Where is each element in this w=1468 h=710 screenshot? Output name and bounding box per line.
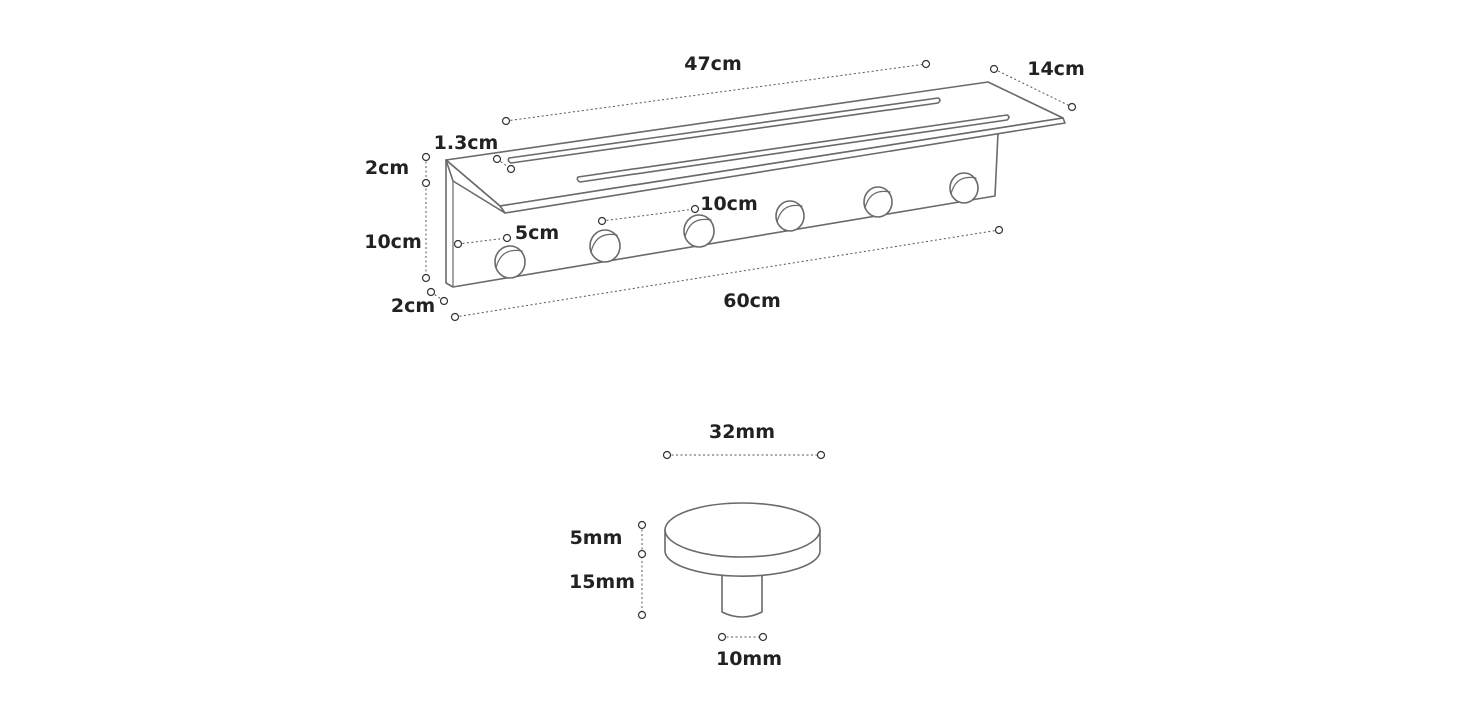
hook-knob bbox=[949, 172, 979, 204]
label-depth: 14cm bbox=[1027, 58, 1085, 80]
hook-rack-drawing bbox=[445, 81, 1066, 288]
label-knob-diameter: 32mm bbox=[709, 421, 775, 443]
knob-stem bbox=[721, 571, 763, 618]
hook-knob bbox=[589, 229, 621, 263]
label-edge-offset: 5cm bbox=[515, 222, 559, 244]
label-back-height: 10cm bbox=[364, 231, 422, 253]
dimension-hook-spacing: 10cm bbox=[597, 193, 758, 226]
label-stem-length: 15mm bbox=[569, 571, 635, 593]
hook-knob bbox=[863, 186, 893, 218]
rack-slot-front bbox=[576, 114, 1010, 183]
label-hook-spacing: 10cm bbox=[700, 193, 758, 215]
hook-knob bbox=[494, 245, 526, 279]
dimension-knob-heights: 5mm 15mm bbox=[569, 520, 647, 620]
dimension-stem-diameter: 10mm bbox=[716, 632, 782, 670]
label-bottom-thickness: 2cm bbox=[391, 295, 435, 317]
label-cap-thickness: 5mm bbox=[570, 527, 623, 549]
dimension-knob-diameter: 32mm bbox=[662, 421, 826, 460]
rack-shelf-end bbox=[445, 159, 506, 214]
label-length-top: 47cm bbox=[684, 53, 742, 75]
label-shelf-height: 2cm bbox=[365, 157, 409, 179]
rack-dimensions: 47cm 14cm 1.3cm 2cm 10cm bbox=[364, 53, 1085, 322]
dimension-edge-offset: 5cm bbox=[453, 222, 559, 249]
knob-drawing bbox=[664, 502, 821, 618]
dimension-length-total: 60cm bbox=[450, 225, 1004, 322]
label-slot-width: 1.3cm bbox=[434, 132, 499, 154]
knob-cap-top bbox=[664, 502, 821, 558]
hook-knob bbox=[683, 214, 715, 248]
knob-dimensions: 32mm 5mm 15mm 10mm bbox=[569, 421, 826, 670]
dimension-slot-width: 1.3cm bbox=[434, 132, 516, 174]
dimension-length-top: 47cm bbox=[501, 53, 931, 126]
label-stem-diameter: 10mm bbox=[716, 648, 782, 670]
dimension-bottom-thickness: 2cm bbox=[391, 287, 449, 317]
hook-knob bbox=[775, 200, 805, 232]
label-length-total: 60cm bbox=[723, 290, 781, 312]
dimension-depth: 14cm bbox=[989, 58, 1085, 112]
dimension-vertical-heights: 2cm 10cm bbox=[364, 152, 431, 283]
rack-slot-back bbox=[507, 97, 941, 164]
